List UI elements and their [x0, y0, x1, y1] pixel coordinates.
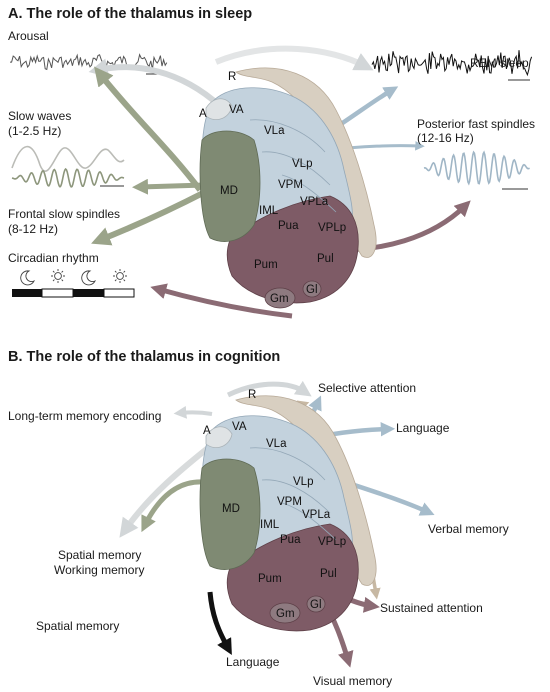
thalamus-diagram-b [199, 395, 377, 632]
pulvinar-b [226, 523, 359, 632]
anterior-nucleus-a [205, 98, 233, 120]
md-nucleus-a [199, 130, 261, 242]
label-r: R [228, 71, 236, 83]
label-sustained-attention: Sustained attention [380, 601, 483, 615]
sun-icon [113, 269, 127, 283]
label-iml: IML [259, 205, 279, 217]
moon-icon [81, 270, 97, 286]
label-working-memory: Working memory [54, 563, 144, 577]
label-arousal: Arousal [8, 29, 49, 43]
label-pul-b: Pul [320, 568, 337, 580]
rem-trace [371, 50, 533, 81]
label-rem-sleep: REM sleep [470, 56, 529, 70]
pulvinar-a [226, 195, 359, 304]
label-vpla: VPLa [300, 196, 329, 208]
label-gm: Gm [270, 293, 289, 305]
panel-b-title: B. The role of the thalamus in cognition [8, 349, 280, 365]
gm-nucleus-a [264, 287, 296, 309]
label-pum: Pum [254, 259, 278, 271]
day-night-bar [12, 288, 135, 298]
label-language-bottom: Language [226, 655, 280, 669]
label-long-term-memory: Long-term memory encoding [8, 409, 161, 423]
label-md: MD [220, 185, 238, 197]
label-language-top: Language [396, 421, 450, 435]
circadian-icons [20, 269, 127, 286]
label-r-b: R [248, 389, 256, 401]
label-spatial-memory-1: Spatial memory [58, 548, 141, 562]
label-vpla-b: VPLa [302, 509, 331, 521]
label-vpm-b: VPM [277, 496, 302, 508]
posterior-spindle-trace [423, 150, 530, 190]
panel-a-title: A. The role of the thalamus in sleep [8, 6, 252, 22]
label-vlp-b: VLp [293, 476, 313, 488]
label-pua-b: Pua [280, 534, 301, 546]
gm-nucleus-b [269, 602, 301, 624]
label-posterior-spindles-hz: (12-16 Hz) [417, 131, 474, 145]
gl-nucleus-a [302, 280, 322, 298]
label-slow-waves: Slow waves [8, 109, 71, 123]
label-visual-memory: Visual memory [313, 674, 392, 688]
label-spatial-memory-2: Spatial memory [36, 619, 119, 633]
label-vplp: VPLp [318, 222, 346, 234]
label-a-b: A [203, 425, 211, 437]
label-frontal-spindles: Frontal slow spindles [8, 207, 120, 221]
label-vla: VLa [264, 125, 285, 137]
label-va: VA [229, 104, 244, 116]
label-verbal-memory: Verbal memory [428, 522, 509, 536]
label-vpm: VPM [278, 179, 303, 191]
label-circadian: Circadian rhythm [8, 251, 99, 265]
label-frontal-spindles-hz: (8-12 Hz) [8, 222, 58, 236]
gl-nucleus-b [306, 595, 326, 613]
label-md-b: MD [222, 503, 240, 515]
label-pua: Pua [278, 220, 299, 232]
label-vplp-b: VPLp [318, 536, 346, 548]
label-pul: Pul [317, 253, 334, 265]
md-nucleus-b [199, 458, 261, 570]
thalamus-diagram-a [199, 67, 377, 309]
sun-icon [51, 269, 65, 283]
label-slow-waves-hz: (1-2.5 Hz) [8, 124, 61, 138]
label-gm-b: Gm [276, 608, 295, 620]
slow-wave-trace [11, 145, 125, 188]
label-selective-attention: Selective attention [318, 381, 416, 395]
label-gl: Gl [306, 284, 318, 296]
label-a: A [199, 108, 207, 120]
label-iml-b: IML [260, 519, 280, 531]
label-posterior-spindles: Posterior fast spindles [417, 117, 535, 131]
label-gl-b: Gl [310, 599, 322, 611]
label-va-b: VA [232, 421, 247, 433]
label-vlp: VLp [292, 158, 312, 170]
moon-icon [20, 270, 36, 286]
label-vla-b: VLa [266, 438, 287, 450]
label-pum-b: Pum [258, 573, 282, 585]
anterior-nucleus-b [205, 426, 233, 448]
